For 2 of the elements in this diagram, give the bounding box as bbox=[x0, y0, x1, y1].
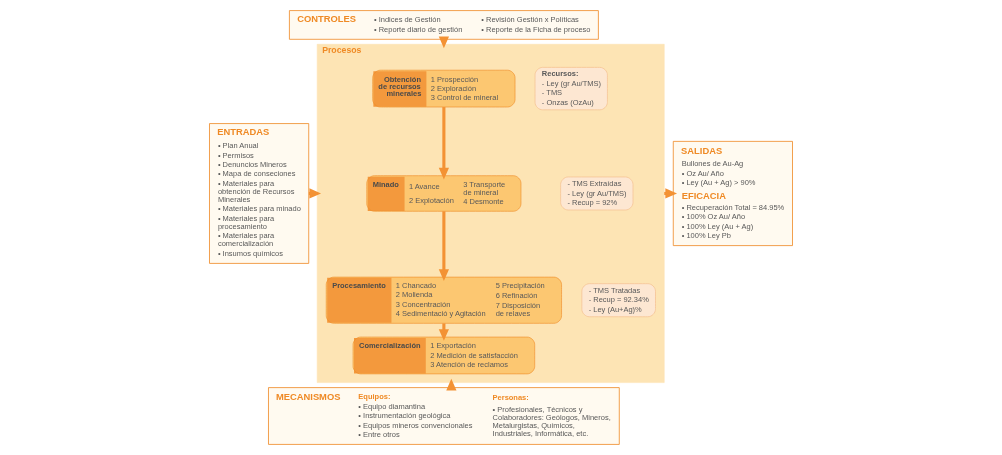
arrow bbox=[438, 211, 449, 281]
arrow bbox=[438, 107, 449, 180]
